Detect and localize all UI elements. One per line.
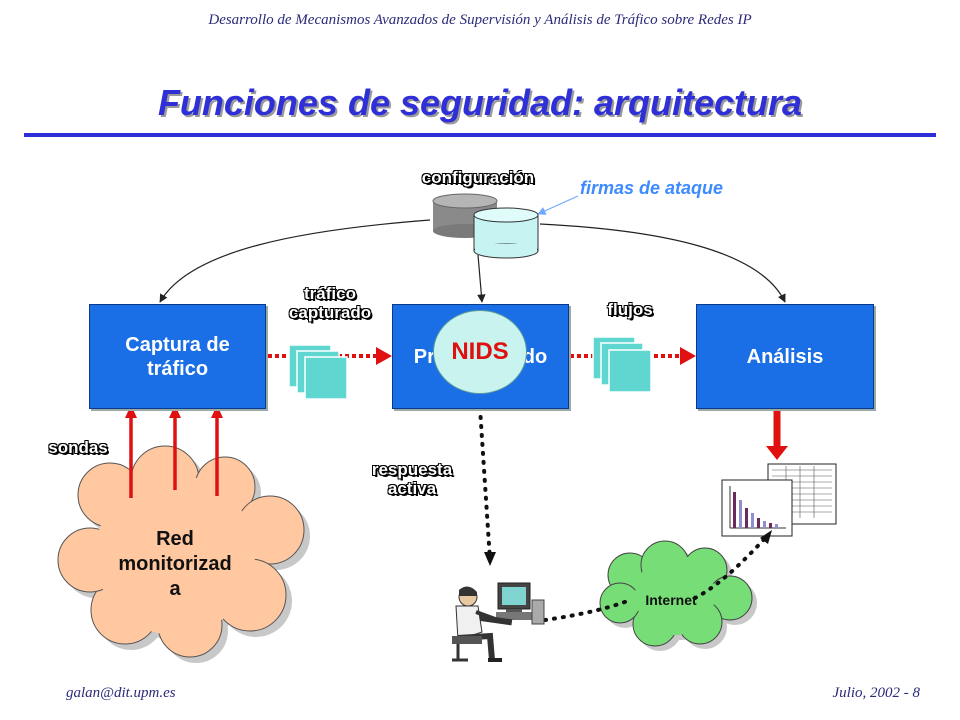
signatures-label: firmas de ataque <box>580 178 724 198</box>
footer-email: galan@dit.upm.es <box>66 685 176 701</box>
capture-block: Captura de tráfico <box>89 304 266 409</box>
probe-arrow-1 <box>125 405 137 498</box>
probe-arrow-2 <box>169 405 181 490</box>
captured-traffic-pages-icon <box>288 344 348 400</box>
page-title: Funciones de seguridad: arquitectura <box>157 82 803 123</box>
internet-to-report-dotted-line <box>693 533 770 600</box>
report-bar-chart-icon <box>721 479 793 537</box>
title-divider <box>24 133 936 137</box>
attacker-to-internet-dotted-line <box>543 598 632 622</box>
signatures-database-icon <box>473 207 539 259</box>
config-label: configuración <box>421 168 535 187</box>
footer-date: Julio, 2002 - 8 <box>832 685 921 701</box>
response-dotted-arrow <box>478 406 492 562</box>
flows-label: flujos <box>607 300 653 319</box>
analysis-report-arrow <box>766 410 788 460</box>
nids-ellipse: NIDS <box>433 310 527 394</box>
internet-label: Internet <box>645 592 697 608</box>
probes-label: sondas <box>48 438 108 457</box>
internet-cloud <box>599 540 757 651</box>
config-to-analisis-arrow <box>539 223 786 303</box>
attacker-workstation-icon <box>452 582 545 662</box>
config-to-captura-arrow <box>159 219 431 303</box>
analysis-block: Análisis <box>696 304 874 409</box>
flows-pages-icon <box>592 336 652 393</box>
active-response-label: respuesta activa <box>371 460 453 498</box>
captured-traffic-label: tráfico capturado <box>288 284 372 322</box>
firmas-pointer-arrow <box>537 195 579 215</box>
config-to-preproc-arrow <box>477 254 486 303</box>
monitored-network-label: Red monitorizad a <box>118 528 232 600</box>
slide-header: Desarrollo de Mecanismos Avanzados de Su… <box>208 12 752 28</box>
probe-arrow-3 <box>211 405 223 496</box>
